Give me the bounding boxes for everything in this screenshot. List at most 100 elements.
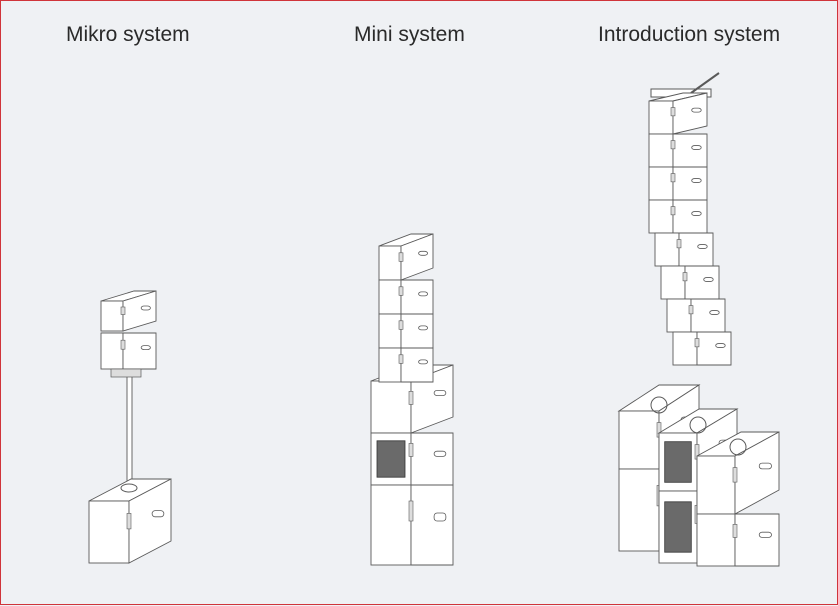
rigging-bracket-icon [398, 354, 404, 364]
line-array-speaker [648, 133, 708, 168]
cabinet-side [648, 100, 674, 135]
cabinet-side [648, 166, 674, 201]
handle-icon [418, 325, 428, 331]
rigging-bracket-icon [408, 443, 414, 457]
cabinet-front [734, 513, 780, 567]
line-array-speaker [660, 265, 720, 300]
handle-icon [691, 107, 702, 113]
cabinet-side [370, 380, 412, 434]
rigging-bracket-icon [398, 286, 404, 296]
cabinet-front [410, 432, 454, 486]
intro-sub-front-bottom [696, 513, 780, 567]
handle-icon [140, 345, 151, 351]
cabinet-front [122, 332, 157, 370]
cabinet-front [696, 331, 732, 366]
rigging-bracket-icon [670, 206, 676, 216]
rigging-bracket-icon [670, 140, 676, 150]
cabinet-side [100, 300, 124, 332]
flying-bar [690, 72, 720, 94]
rigging-bracket-icon [398, 320, 404, 330]
rigging-bracket-icon [676, 239, 682, 249]
rigging-bracket-icon [682, 272, 688, 282]
cabinet-side [696, 513, 736, 567]
cabinet-side [666, 298, 692, 333]
intro-sub-front-top [696, 431, 780, 515]
mini-system-title: Mini system [354, 23, 465, 46]
cabinet-front [122, 290, 157, 332]
speaker-pole [126, 372, 133, 484]
cabinet-side [654, 232, 680, 267]
cabinet-front [400, 347, 434, 383]
cabinet-front [400, 233, 434, 281]
mikro-system-title: Mikro system [66, 23, 190, 46]
rigging-bracket-icon [732, 524, 738, 538]
rigging-bracket-icon [670, 173, 676, 183]
handle-icon [709, 310, 720, 315]
cabinet-front [410, 484, 454, 566]
mikro-speaker-bottom [100, 332, 157, 370]
cabinet-front [128, 478, 172, 564]
introduction-system-title: Introduction system [598, 23, 781, 46]
cabinet-front [678, 232, 714, 267]
rigging-bracket-icon [694, 338, 700, 348]
handle-icon [758, 462, 772, 470]
rigging-bracket-icon [732, 467, 738, 483]
handle-icon [703, 277, 714, 282]
rigging-bracket-icon [120, 339, 126, 350]
pole-socket-icon [689, 416, 707, 434]
pole-socket-icon [650, 396, 668, 414]
cabinet-front [400, 313, 434, 349]
cabinet-side [696, 455, 736, 515]
cabinet-side [100, 332, 124, 370]
handle-icon [691, 145, 702, 150]
cabinet-front [672, 166, 708, 201]
rigging-bracket-icon [120, 306, 126, 315]
cabinet-side [370, 484, 412, 566]
cabinet-side [618, 410, 660, 470]
line-array-speaker [666, 298, 726, 333]
cabinet-side [648, 199, 674, 234]
pole-socket-icon [120, 483, 138, 493]
line-array-speaker [672, 331, 732, 366]
handle-icon [691, 211, 702, 216]
rigging-bracket-icon [688, 305, 694, 315]
cabinet-side [672, 331, 698, 366]
mini-line-array-speaker [378, 313, 434, 349]
cabinet-side [88, 500, 130, 564]
handle-icon [151, 510, 165, 518]
grille-icon [376, 440, 406, 478]
handle-icon [140, 305, 151, 311]
mikro-speaker-top [100, 290, 157, 332]
mini-line-array-speaker [378, 233, 434, 281]
cabinet-side [378, 245, 402, 281]
cabinet-front [734, 431, 780, 515]
mikro-system-illustration [88, 290, 172, 564]
cabinet-side [618, 468, 660, 552]
line-array-speaker [648, 199, 708, 234]
cabinet-side [378, 313, 402, 349]
cabinet-front [400, 279, 434, 315]
rigging-bracket-icon [670, 107, 676, 117]
cabinet-side [648, 133, 674, 168]
handle-icon [758, 531, 772, 538]
cabinet-front [672, 92, 708, 135]
introduction-system-illustration [617, 72, 780, 567]
cabinet-side [378, 347, 402, 383]
cabinet-side [378, 279, 402, 315]
handle-icon [715, 343, 726, 348]
handle-icon [697, 244, 708, 249]
rigging-bracket-icon [126, 513, 132, 530]
cabinet-side [660, 265, 686, 300]
rigging-bracket-icon [398, 252, 404, 262]
cabinet-front [672, 199, 708, 234]
cabinet-front [684, 265, 720, 300]
mini-line-array-speaker [378, 347, 434, 383]
handle-icon [433, 389, 447, 396]
pole-mount-bracket [110, 368, 142, 378]
handle-icon [433, 450, 447, 457]
rigging-bracket-icon [408, 391, 414, 405]
cabinet-front [672, 133, 708, 168]
mini-sub-middle [370, 432, 454, 486]
subwoofer-cabinet [88, 478, 172, 564]
